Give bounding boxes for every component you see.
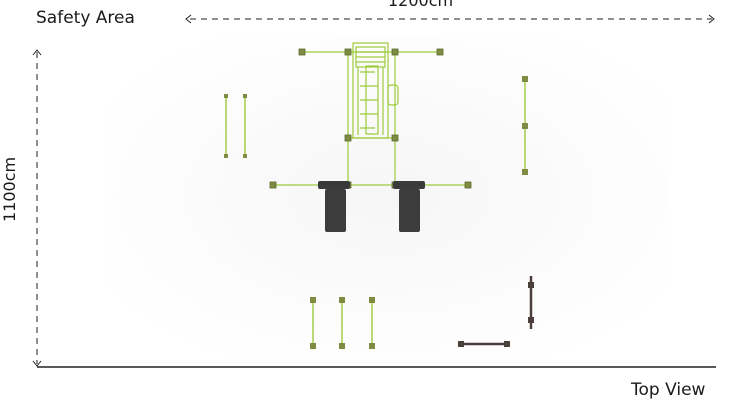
safety-area-title: Safety Area [36,8,135,28]
width-dimension-label: 1200cm [388,0,454,10]
safety-zone [110,35,670,355]
stepping-poles [310,297,375,349]
view-label: Top View [631,380,706,400]
parallel-bar-posts [224,94,247,158]
dark-bars [458,276,534,347]
height-arrow-bottom [32,360,42,367]
swing-seat-right [393,181,425,189]
swing-seat-left [318,181,350,189]
swing-seats [318,181,425,232]
width-arrow-left [185,14,192,24]
parallel-bars [225,96,246,156]
main-structure [273,42,468,186]
height-arrow-top [32,49,42,56]
balance-pole [522,76,528,175]
width-arrow-right [708,14,715,24]
